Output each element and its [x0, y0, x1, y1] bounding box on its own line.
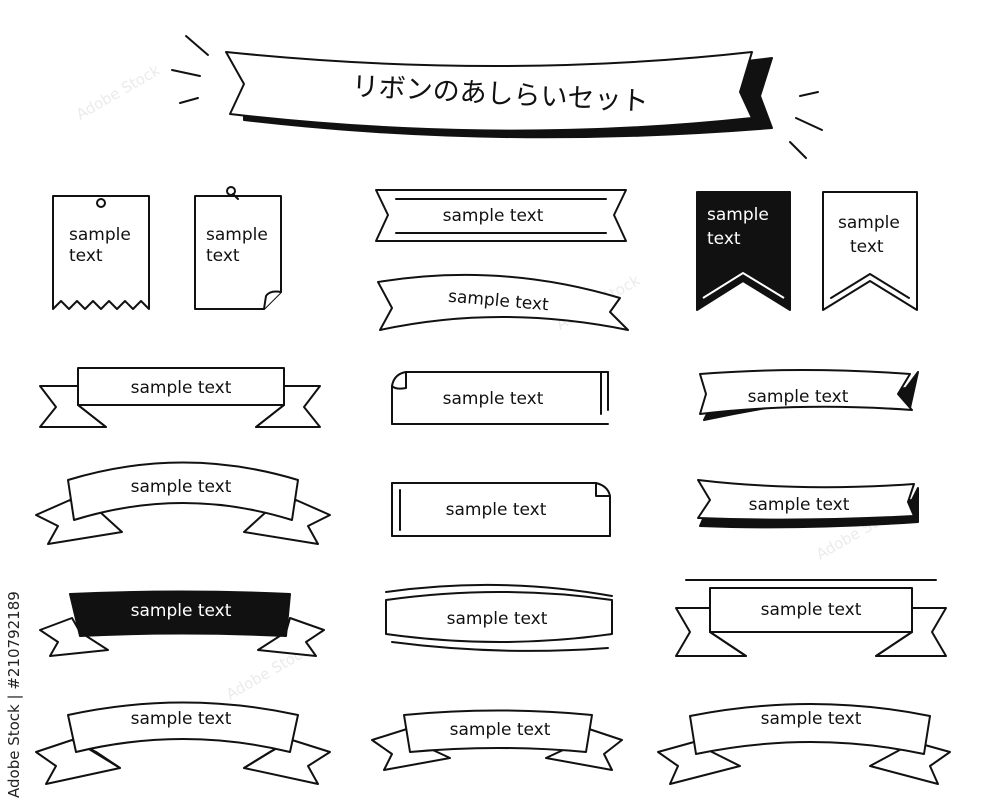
ribbon-flat-folded: sample text — [39, 367, 321, 428]
ribbon-label: sample text — [131, 709, 232, 729]
ribbon-label: sample text — [131, 378, 232, 398]
ribbon-label: sample text — [749, 495, 850, 515]
watermark-text: Adobe Stock — [73, 61, 163, 124]
memo-text-line1: sample — [69, 225, 131, 245]
ribbon-curved-tails: sample text — [371, 709, 623, 771]
ribbon-label: sample text — [131, 601, 232, 621]
ribbon-label: sample text — [443, 206, 544, 226]
memo-torn: sample text — [52, 195, 150, 310]
ribbon-wavy: sample text — [377, 273, 629, 331]
memo-text-line1: sample — [206, 225, 268, 245]
ribbon-shadow-2: sample text — [697, 479, 919, 529]
ribbon-arched: sample text — [35, 461, 331, 545]
memo-text-line2: text — [206, 246, 240, 266]
burst-lines-left — [171, 35, 209, 104]
label-folded-corner-right: sample text — [391, 482, 611, 537]
ribbon-shadow-1: sample text — [699, 369, 919, 421]
bookmark-text-line2: text — [707, 229, 741, 249]
burst-lines-right — [789, 91, 823, 159]
bookmark-outline: sample text — [822, 191, 918, 311]
title-banner: リボンのあしらいセット — [171, 35, 823, 159]
ribbon-arched-black-tails: sample text — [35, 701, 331, 785]
memo-curled: sample text — [194, 186, 282, 310]
memo-text-line2: text — [69, 246, 103, 266]
ribbon-wavy-double-line: sample text — [385, 583, 613, 652]
ribbon-label: sample text — [761, 709, 862, 729]
ribbon-label: sample text — [447, 609, 548, 629]
stock-credit: Adobe Stock | #210792189 — [5, 591, 23, 798]
label-folded-corner-left: sample text — [391, 371, 609, 425]
ribbon-arched-3: sample text — [657, 703, 951, 785]
ribbon-label: sample text — [450, 720, 551, 740]
label-text: sample text — [443, 389, 544, 409]
ribbon-notched-lined: sample text — [375, 189, 627, 242]
bookmark-text-line1: sample — [707, 205, 769, 225]
ribbon-label: sample text — [748, 387, 849, 407]
bookmark-black: sample text — [696, 191, 791, 311]
bookmark-text-line1: sample — [838, 213, 900, 233]
label-text: sample text — [446, 500, 547, 520]
ribbon-black-band: sample text — [39, 590, 325, 657]
ribbon-label: sample text — [131, 477, 232, 497]
ribbon-label: sample text — [761, 600, 862, 620]
ribbon-flat-folded-2: sample text — [675, 579, 947, 657]
bookmark-text-line2: text — [850, 237, 884, 257]
